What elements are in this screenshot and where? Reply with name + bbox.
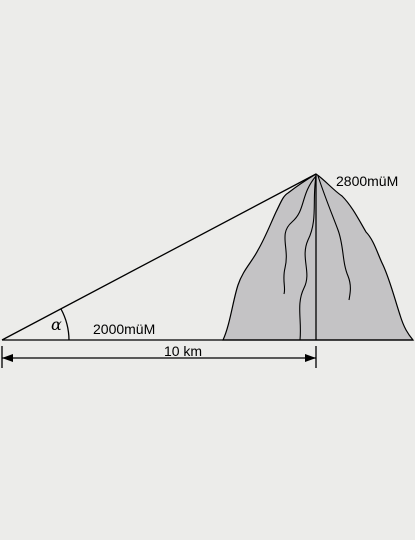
mountain-crease-right <box>317 175 351 301</box>
mountain-shape <box>222 173 415 341</box>
angle-label: α <box>51 315 62 334</box>
distance-label: 10 km <box>164 343 202 359</box>
dimension-arrow-left <box>2 354 13 362</box>
base-elevation-label: 2000müM <box>93 321 155 337</box>
angle-arc <box>60 308 70 341</box>
dimension-arrow-right <box>305 354 316 362</box>
sight-line <box>1 173 317 341</box>
mountain-crease-left <box>283 175 317 295</box>
peak-elevation-label: 2800müM <box>336 173 398 189</box>
mountain-crease-center <box>299 175 317 341</box>
